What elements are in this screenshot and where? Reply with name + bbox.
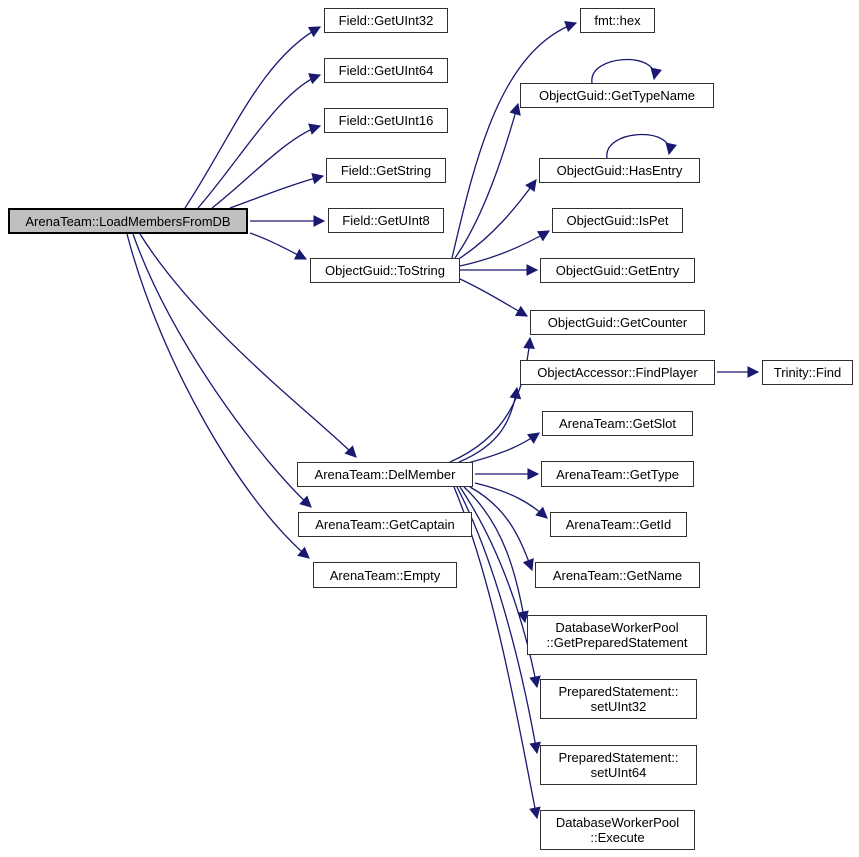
- edge-delmember-to-getname: [469, 486, 534, 572]
- node-fmt-hex[interactable]: fmt::hex: [580, 8, 655, 33]
- node-objectguid-getcounter[interactable]: ObjectGuid::GetCounter: [530, 310, 705, 335]
- edge-tostring-to-gettypename: [454, 102, 521, 259]
- edge-tostring-to-getcounter: [459, 278, 529, 317]
- edge-delmember-to-getcounter: [449, 336, 535, 463]
- node-arenateam-getid[interactable]: ArenaTeam::GetId: [550, 512, 687, 537]
- edge-root-to-arenateam-delmember: [139, 233, 357, 458]
- node-field-getuint64[interactable]: Field::GetUInt64: [324, 58, 448, 83]
- edge-hasentry-self-loop: [606, 133, 677, 159]
- node-databaseworkerpool-execute[interactable]: DatabaseWorkerPool ::Execute: [540, 810, 695, 850]
- node-arenateam-getcaptain[interactable]: ArenaTeam::GetCaptain: [298, 512, 472, 537]
- node-arenateam-delmember[interactable]: ArenaTeam::DelMember: [297, 462, 473, 487]
- node-field-getuint8[interactable]: Field::GetUInt8: [328, 208, 444, 233]
- node-objectaccessor-findplayer[interactable]: ObjectAccessor::FindPlayer: [520, 360, 715, 385]
- node-preparedstatement-setuint64[interactable]: PreparedStatement:: setUInt64: [540, 745, 697, 785]
- edge-root-to-objectguid-tostring: [249, 232, 308, 260]
- node-objectguid-ispet[interactable]: ObjectGuid::IsPet: [552, 208, 683, 233]
- edge-tostring-to-ispet: [459, 230, 551, 267]
- node-field-getuint16[interactable]: Field::GetUInt16: [324, 108, 448, 133]
- edge-root-to-field-getuint32: [184, 26, 322, 209]
- edge-delmember-to-setuint32: [459, 486, 541, 689]
- edge-delmember-to-getslot: [467, 432, 540, 464]
- node-objectguid-getentry[interactable]: ObjectGuid::GetEntry: [540, 258, 695, 283]
- edge-delmember-to-getid: [474, 482, 548, 519]
- node-arenateam-getname[interactable]: ArenaTeam::GetName: [535, 562, 700, 588]
- edge-tostring-to-hasentry: [456, 179, 537, 261]
- edge-root-to-field-getuint64: [197, 73, 322, 209]
- node-preparedstatement-setuint32[interactable]: PreparedStatement:: setUInt32: [540, 679, 697, 719]
- edge-delmember-to-getpreparedstatement: [463, 486, 529, 624]
- edge-tostring-to-fmt-hex: [451, 21, 578, 259]
- node-objectguid-hasentry[interactable]: ObjectGuid::HasEntry: [539, 158, 700, 183]
- node-field-getuint32[interactable]: Field::GetUInt32: [324, 8, 448, 33]
- edge-root-to-field-getuint16: [211, 123, 322, 209]
- node-arenateam-empty[interactable]: ArenaTeam::Empty: [313, 562, 457, 588]
- node-trinity-find[interactable]: Trinity::Find: [762, 360, 853, 385]
- edge-delmember-to-setuint64: [456, 486, 541, 755]
- edge-gettypename-self-loop: [591, 58, 662, 84]
- edge-delmember-to-findplayer: [458, 386, 522, 463]
- node-objectguid-tostring[interactable]: ObjectGuid::ToString: [310, 258, 460, 283]
- edge-root-to-arenateam-empty: [126, 233, 310, 559]
- node-field-getstring[interactable]: Field::GetString: [326, 158, 446, 183]
- edge-root-to-arenateam-getcaptain: [132, 233, 312, 508]
- node-arenateam-loadmembersfromdb[interactable]: ArenaTeam::LoadMembersFromDB: [8, 208, 248, 234]
- node-arenateam-gettype[interactable]: ArenaTeam::GetType: [541, 461, 694, 487]
- edge-root-to-field-getstring: [229, 172, 325, 209]
- node-databaseworkerpool-getpreparedstatement[interactable]: DatabaseWorkerPool ::GetPreparedStatemen…: [527, 615, 707, 655]
- node-objectguid-gettypename[interactable]: ObjectGuid::GetTypeName: [520, 83, 714, 108]
- node-arenateam-getslot[interactable]: ArenaTeam::GetSlot: [542, 411, 693, 436]
